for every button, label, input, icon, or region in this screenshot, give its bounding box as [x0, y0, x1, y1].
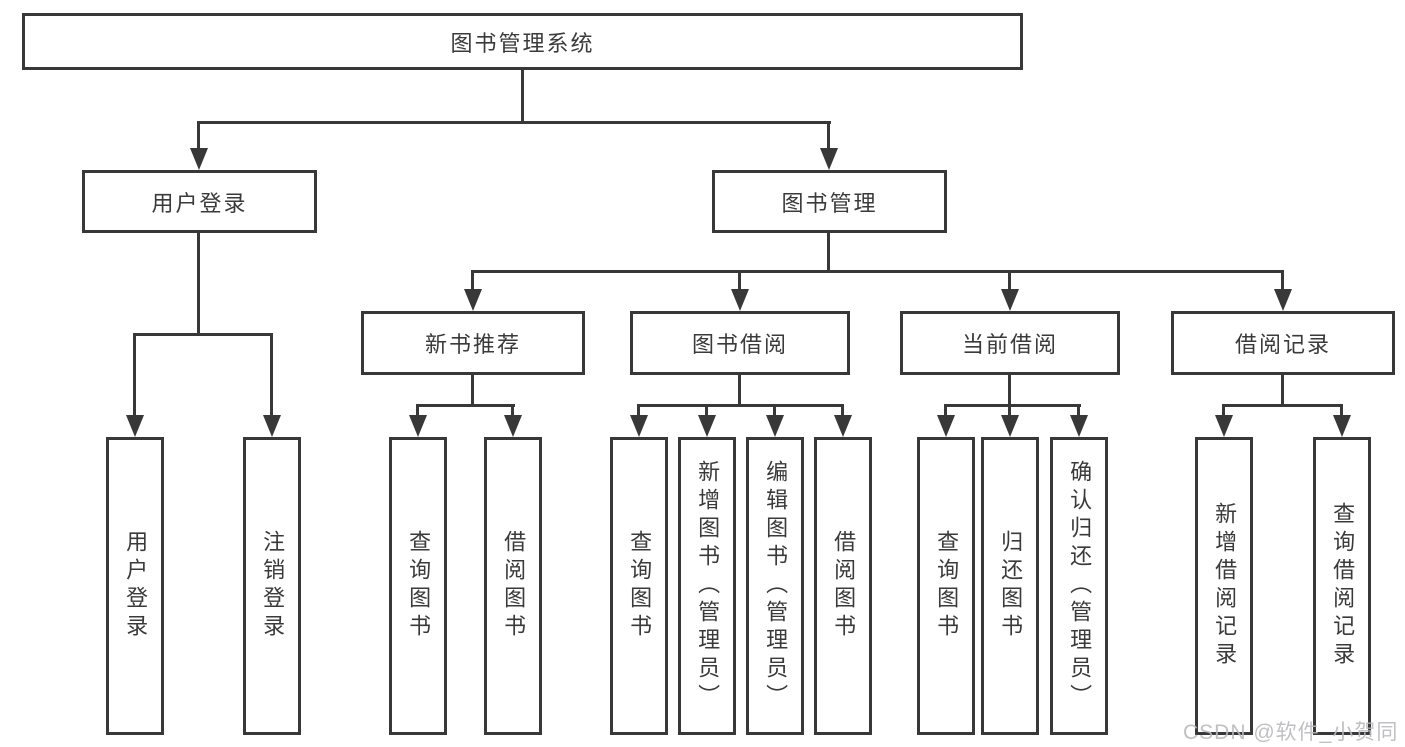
leaf-cb-confirm-return: 确认归还（管理员） — [1050, 437, 1108, 735]
connector-records-stub-1 — [1222, 406, 1225, 417]
node-book-mgmt: 图书管理 — [712, 170, 947, 233]
leaf-br-query-record-label: 查询借阅记录 — [1330, 502, 1356, 670]
connector-user-to-leaf-logout — [270, 335, 273, 417]
arrowhead-nb-query — [409, 415, 427, 437]
connector-bookborrow-bus — [637, 404, 844, 407]
node-borrow-records-label: 借阅记录 — [1234, 332, 1331, 357]
leaf-user-login-label: 用户登录 — [123, 530, 149, 642]
arrowhead-borrow-records — [1274, 289, 1292, 311]
leaf-cb-return-books-label: 归还图书 — [998, 530, 1024, 642]
connector-bookborrow-stub-3 — [773, 406, 776, 417]
arrowhead-book-mgmt — [820, 148, 838, 170]
arrowhead-current-borrow — [1001, 289, 1019, 311]
leaf-nb-borrow-books: 借阅图书 — [484, 437, 542, 735]
node-current-borrow-label: 当前借阅 — [961, 332, 1058, 357]
leaf-nb-borrow-books-label: 借阅图书 — [501, 530, 527, 642]
node-book-borrow-label: 图书借阅 — [691, 332, 788, 357]
connector-mgmt-vertical — [827, 233, 830, 273]
connector-newbooks-vertical — [471, 375, 474, 406]
node-new-books-label: 新书推荐 — [424, 332, 521, 357]
connector-currentborrow-vertical — [1008, 375, 1011, 406]
node-new-books: 新书推荐 — [361, 311, 585, 375]
leaf-nb-query-books-label: 查询图书 — [406, 530, 432, 642]
leaf-cb-query-books-label: 查询图书 — [934, 530, 960, 642]
node-user-login: 用户登录 — [82, 170, 317, 233]
connector-mgmt-to-current-borrow — [1008, 272, 1011, 291]
leaf-bb-query-books-label: 查询图书 — [627, 530, 653, 642]
connector-root-to-book-mgmt — [827, 123, 830, 150]
node-root-label: 图书管理系统 — [450, 30, 595, 56]
connector-user-to-leaf-login — [133, 335, 136, 417]
connector-records-bus — [1222, 404, 1343, 407]
leaf-user-login: 用户登录 — [106, 437, 164, 735]
connector-bookborrow-vertical — [738, 375, 741, 406]
connector-mgmt-bus — [471, 270, 1284, 273]
node-user-login-label: 用户登录 — [151, 190, 248, 216]
leaf-br-query-record: 查询借阅记录 — [1313, 437, 1371, 735]
leaf-cb-return-books: 归还图书 — [981, 437, 1039, 735]
leaf-cb-query-books: 查询图书 — [917, 437, 975, 735]
connector-currentborrow-bus — [944, 404, 1081, 407]
connector-bookborrow-stub-1 — [637, 406, 640, 417]
connector-currentborrow-stub-2 — [1008, 406, 1011, 417]
leaf-bb-edit-books: 编辑图书（管理员） — [746, 437, 804, 735]
leaf-bb-borrow-books-label: 借阅图书 — [831, 530, 857, 642]
arrowhead-cb-return — [1001, 415, 1019, 437]
node-book-borrow: 图书借阅 — [630, 311, 850, 375]
leaf-bb-add-books: 新增图书（管理员） — [678, 437, 736, 735]
leaf-logout: 注销登录 — [243, 437, 301, 735]
connector-currentborrow-stub-3 — [1077, 406, 1080, 417]
arrowhead-bb-edit — [766, 415, 784, 437]
leaf-bb-borrow-books: 借阅图书 — [814, 437, 872, 735]
node-root: 图书管理系统 — [22, 13, 1023, 70]
connector-newbooks-stub-1 — [416, 406, 419, 417]
connector-user-bus — [133, 333, 273, 336]
leaf-logout-label: 注销登录 — [260, 530, 286, 642]
arrowhead-leaf-user-login — [126, 415, 144, 437]
arrowhead-bb-query — [630, 415, 648, 437]
connector-root-bus — [197, 121, 831, 124]
leaf-cb-confirm-return-label: 确认归还（管理员） — [1067, 460, 1093, 712]
arrowhead-user-login — [190, 148, 208, 170]
connector-mgmt-to-borrow-records — [1281, 272, 1284, 291]
connector-user-vertical — [197, 233, 200, 335]
connector-bookborrow-stub-4 — [841, 406, 844, 417]
connector-mgmt-to-new-books — [471, 272, 474, 291]
leaf-bb-add-books-label: 新增图书（管理员） — [695, 460, 721, 712]
connector-newbooks-bus — [416, 404, 515, 407]
connector-records-vertical — [1281, 375, 1284, 406]
arrowhead-bb-add — [698, 415, 716, 437]
connector-newbooks-stub-2 — [511, 406, 514, 417]
csdn-watermark: CSDN @软件_小贺同学 — [1183, 721, 1399, 744]
arrowhead-leaf-logout — [263, 415, 281, 437]
leaf-br-add-record-label: 新增借阅记录 — [1212, 502, 1238, 670]
leaf-bb-query-books: 查询图书 — [610, 437, 668, 735]
arrowhead-cb-confirm — [1070, 415, 1088, 437]
leaf-br-add-record: 新增借阅记录 — [1195, 437, 1253, 735]
node-current-borrow: 当前借阅 — [900, 311, 1120, 375]
arrowhead-bb-borrow — [834, 415, 852, 437]
arrowhead-br-query — [1333, 415, 1351, 437]
arrowhead-new-books — [464, 289, 482, 311]
arrowhead-book-borrow — [731, 289, 749, 311]
leaf-bb-edit-books-label: 编辑图书（管理员） — [763, 460, 789, 712]
node-borrow-records: 借阅记录 — [1171, 311, 1395, 375]
arrowhead-br-add — [1215, 415, 1233, 437]
connector-bookborrow-stub-2 — [705, 406, 708, 417]
leaf-nb-query-books: 查询图书 — [389, 437, 447, 735]
connector-records-stub-2 — [1340, 406, 1343, 417]
connector-root-to-user-login — [197, 123, 200, 150]
arrowhead-cb-query — [937, 415, 955, 437]
connector-mgmt-to-book-borrow — [738, 272, 741, 291]
arrowhead-nb-borrow — [504, 415, 522, 437]
node-book-mgmt-label: 图书管理 — [781, 190, 878, 216]
connector-root-vertical — [521, 70, 524, 123]
connector-currentborrow-stub-1 — [944, 406, 947, 417]
